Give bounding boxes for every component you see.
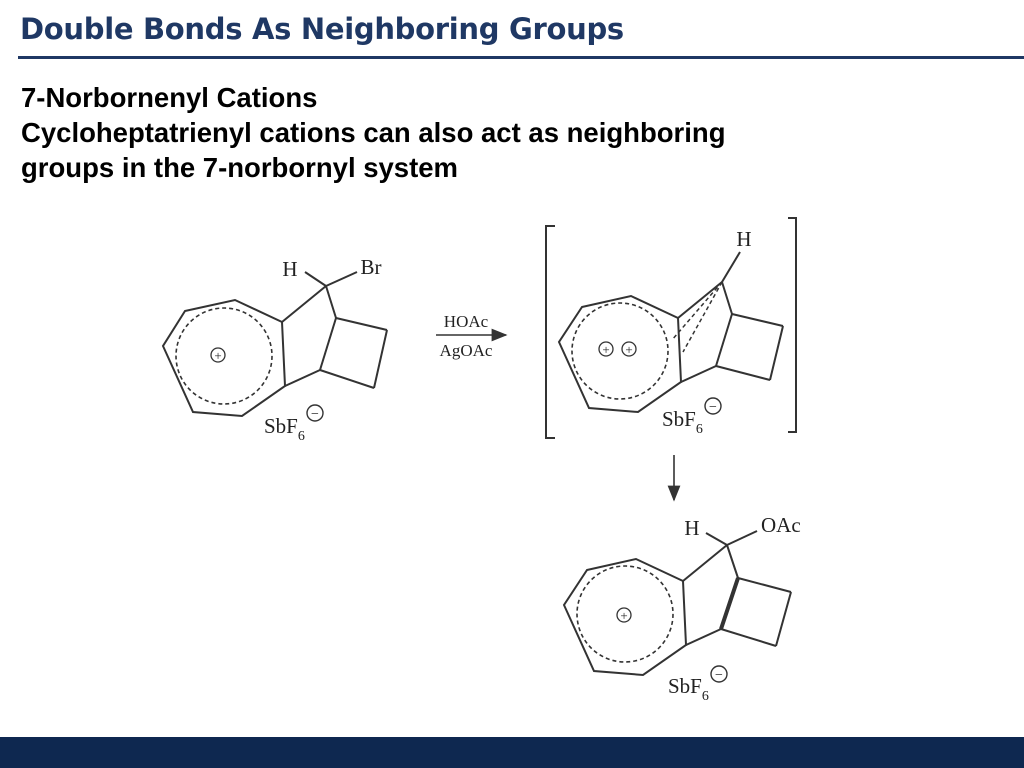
- reactant-charge: +: [214, 348, 221, 363]
- title-underline: [18, 56, 1024, 59]
- intermediate-dashed-circle: [571, 302, 669, 400]
- intermediate-brackets: [545, 217, 797, 439]
- reactant-molecule: [161, 271, 388, 418]
- reactant-ring: [161, 298, 287, 418]
- intermediate-ring: [557, 294, 683, 414]
- product-counterion: SbF6: [668, 674, 709, 704]
- product-h-label: H: [684, 516, 699, 540]
- product-counterion-charge-circle: [710, 665, 728, 683]
- intermediate-counterion: SbF6: [662, 407, 703, 437]
- product-counterion-charge: −: [715, 668, 723, 683]
- subtitle: 7-Norbornenyl Cations: [21, 82, 318, 113]
- product-ring: [562, 557, 688, 677]
- product-dashed-circle: [576, 565, 674, 663]
- reactant-br-label: Br: [361, 255, 382, 279]
- intermediate-molecule: [557, 251, 784, 414]
- product-oac-label: OAc: [761, 513, 801, 537]
- reactant-charge-circle: [210, 347, 226, 363]
- reagent-below-arrow: AgOAc: [440, 341, 493, 360]
- body-text: 7-Norbornenyl Cations Cycloheptatrienyl …: [21, 80, 981, 185]
- intermediate-counterion-charge-circle: [704, 397, 722, 415]
- body-line-1: Cycloheptatrienyl cations can also act a…: [21, 117, 726, 148]
- product-molecule: [562, 530, 792, 677]
- reactant-dashed-circle: [175, 307, 273, 405]
- reagent-above-arrow: HOAc: [444, 312, 489, 331]
- intermediate-counterion-charge: −: [709, 400, 717, 415]
- body-line-2: groups in the 7-norbornyl system: [21, 152, 459, 183]
- reactant-h-label: H: [282, 257, 297, 281]
- intermediate-h-label: H: [736, 227, 751, 251]
- reactant-counterion-charge-circle: [306, 404, 324, 422]
- product-charge: +: [620, 608, 627, 623]
- reactant-counterion-charge: −: [311, 407, 319, 422]
- reactant-counterion: SbF6: [264, 414, 305, 444]
- footer-bar: [0, 737, 1024, 768]
- intermediate-charge-1: +: [602, 342, 609, 357]
- intermediate-charge-2: +: [625, 342, 632, 357]
- slide-title: Double Bonds As Neighboring Groups: [20, 12, 624, 46]
